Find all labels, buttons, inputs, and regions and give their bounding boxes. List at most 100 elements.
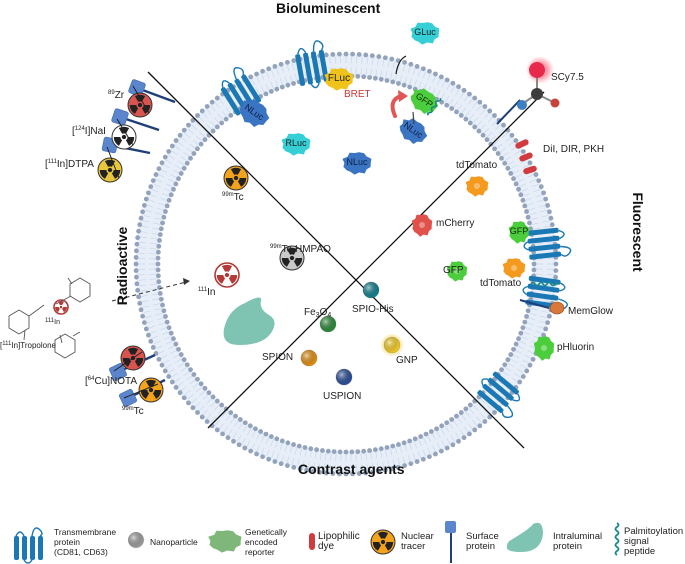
- label-spio-his: SPIO-His: [352, 304, 394, 315]
- legend-nuclear-tracer-icon: [370, 529, 396, 555]
- legend-surface-protein-icon: [445, 521, 456, 563]
- tracer-linker: [132, 85, 150, 114]
- legend-transmembrane-protein-icon: [14, 527, 43, 564]
- memglow-stem: [519, 299, 550, 309]
- legend-lipophilic-dye-icon: [309, 533, 315, 550]
- lipophilic-dye: [515, 139, 529, 149]
- label-99mtc-hmpao: 99mTc-HMPAO: [270, 244, 331, 255]
- transmembrane-protein: [295, 40, 329, 89]
- reporter-nluc-membrane: [239, 99, 270, 127]
- transmembrane-proteins: [220, 40, 572, 419]
- reporter-nluc-bret: [399, 118, 428, 144]
- tracer-111in-lumen: [214, 262, 240, 288]
- vesicle-membrane: [133, 51, 559, 477]
- label-111in-dtpa: [111In]DTPA: [45, 159, 94, 170]
- divider-line: [207, 91, 545, 429]
- label-gfp-inner: GFP: [443, 265, 464, 276]
- nanoparticle-fe3o4: [319, 315, 337, 333]
- scy7-5-dye-molecule: [496, 56, 560, 125]
- radiation-icon: [281, 247, 303, 267]
- transmembrane-protein: [522, 275, 568, 311]
- nanoparticle-spion: [300, 349, 318, 367]
- gluc-tether: [395, 55, 407, 75]
- reporter-label: GLuc: [414, 27, 436, 37]
- label-spion: SPION: [262, 352, 294, 363]
- label-tdtomato-inner: tdTomato: [456, 160, 498, 171]
- lipophilic-dye: [523, 165, 537, 175]
- label-99mtc-inner: 99mTc: [222, 192, 244, 203]
- label-89zr: 89Zr: [108, 90, 125, 101]
- reporter-gfp-membrane: [508, 221, 530, 244]
- tracer-linker: [116, 118, 134, 146]
- nanoparticle-spio-his: [362, 281, 380, 299]
- palmitoylation-signal-peptide: [530, 281, 560, 287]
- section-title-radioactive: Radioactive: [114, 226, 130, 306]
- intraluminal-protein: [223, 297, 275, 345]
- memglow-dye: [549, 301, 565, 315]
- reporter-gfp-inner: [446, 261, 468, 282]
- surface-protein: [128, 79, 176, 104]
- tropolone-structure-icon: [8, 277, 91, 359]
- legend-nanoparticle-icon: [128, 532, 144, 548]
- quadrant-dividers: [147, 71, 545, 449]
- radiation-icon: [129, 94, 151, 114]
- label-uspion: USPION: [323, 391, 362, 402]
- nanoparticle-gnp: [381, 334, 403, 356]
- reporter-fluc: [324, 68, 354, 91]
- nanoparticles: [300, 281, 403, 386]
- section-title-bioluminescent: Bioluminescent: [276, 0, 381, 16]
- label-bret: BRET: [344, 89, 371, 100]
- surface-protein: [111, 108, 160, 132]
- reporter-gluc: [410, 22, 440, 45]
- radiation-icon: [216, 264, 238, 284]
- reporter-tdtomato-membrane: [502, 258, 526, 279]
- section-title-contrast-agents: Contrast agents: [298, 461, 405, 477]
- reporters: [239, 22, 555, 361]
- radiation-icon: [113, 126, 135, 146]
- nuclear-tracers: [53, 85, 305, 403]
- tracer-89zr: [127, 92, 153, 118]
- reporter-label: NLuc: [346, 157, 368, 167]
- dashed-arrow-icon: [111, 278, 190, 302]
- tracer-99mtc-hmpao: [279, 245, 305, 271]
- tracer-111in-tropolone: [53, 299, 69, 315]
- palmitoylation-signal-peptide: [426, 97, 442, 116]
- label-mcherry: mCherry: [436, 218, 475, 229]
- tracer-124i-nai: [111, 124, 137, 150]
- nanoparticle-uspion: [335, 368, 353, 386]
- label-99mtc-outer: 99mTc: [122, 406, 144, 417]
- reporter-phluorin: [533, 336, 555, 361]
- label-111in-lumen: 111In: [198, 287, 216, 298]
- label-scy7-5: SCy7.5: [551, 72, 584, 83]
- legend-genetically-encoded-reporter-icon: [208, 530, 242, 553]
- label-tdtomato-membrane: tdTomato: [480, 278, 522, 289]
- reporter-label: FLuc: [327, 73, 351, 84]
- tracer-99mtc-inner: [223, 165, 249, 191]
- label-111in-tropolone: [111In]Tropolone: [0, 341, 56, 350]
- reporter-rluc: [281, 133, 311, 156]
- legend-palmitoylation-signal-peptide-icon: [614, 522, 620, 556]
- label-dil-dir-pkh: DiI, DIR, PKH: [543, 144, 605, 155]
- reporter-nluc-lumen: [342, 152, 372, 175]
- radiation-icon: [140, 379, 162, 399]
- label-gnp: GNP: [396, 355, 418, 366]
- reporter-tdtomato-inner: [465, 176, 489, 197]
- nluc-gfp-linker: [412, 111, 415, 125]
- section-title-fluorescent: Fluorescent: [630, 192, 646, 272]
- tracer-111in-dtpa: [97, 157, 123, 183]
- label-124i-nai: [124I]NaI: [72, 126, 106, 137]
- lipophilic-dye: [519, 152, 533, 162]
- legend-intraluminal-protein-icon: [506, 522, 543, 552]
- radiation-icon: [55, 301, 67, 313]
- legend: [14, 521, 620, 564]
- label-memglow: MemGlow: [568, 306, 614, 317]
- reporter-label: RLuc: [285, 138, 307, 148]
